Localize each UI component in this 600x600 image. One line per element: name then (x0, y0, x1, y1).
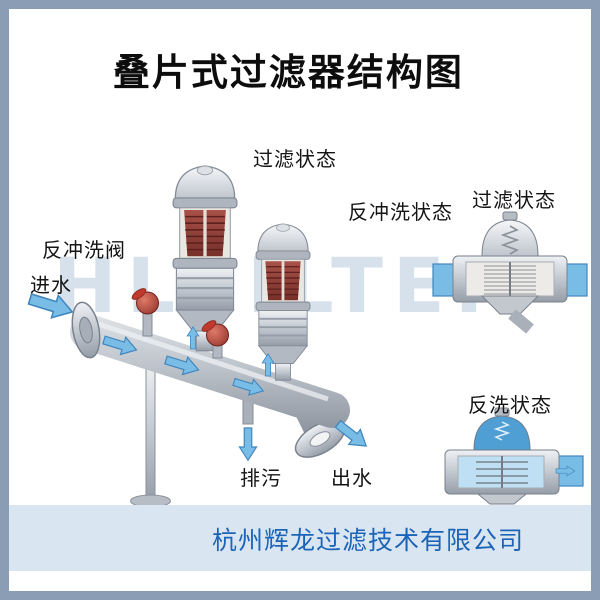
label-backwash-state: 反冲洗状态 (348, 200, 453, 224)
page-title: 叠片式过滤器结构图 (112, 51, 464, 94)
filter-unit-right (254, 222, 312, 382)
filter-structure-illustration (25, 164, 588, 508)
label-detail-backwash-state: 反洗状态 (468, 393, 552, 417)
detail-backwash-diagram (444, 407, 584, 505)
label-water-outlet: 出水 (331, 466, 373, 490)
label-drain: 排污 (240, 466, 282, 490)
filter-unit-left (171, 164, 239, 353)
detail-filtering-diagram (432, 211, 588, 334)
label-backwash-valve: 反冲洗阀 (42, 238, 126, 262)
company-name: 杭州辉龙过滤技术有限公司 (212, 526, 525, 555)
backwash-valve-left (131, 288, 159, 337)
support-leg (130, 361, 171, 508)
label-detail-filtering-state: 过滤状态 (472, 188, 556, 212)
backwash-valve-right (201, 320, 229, 359)
inlet-flange (71, 301, 101, 359)
label-water-inlet: 进水 (30, 273, 72, 297)
footer-band: 杭州辉龙过滤技术有限公司 (9, 505, 591, 571)
drain-arrow-icon (238, 427, 258, 461)
label-filtering-state: 过滤状态 (253, 147, 337, 171)
